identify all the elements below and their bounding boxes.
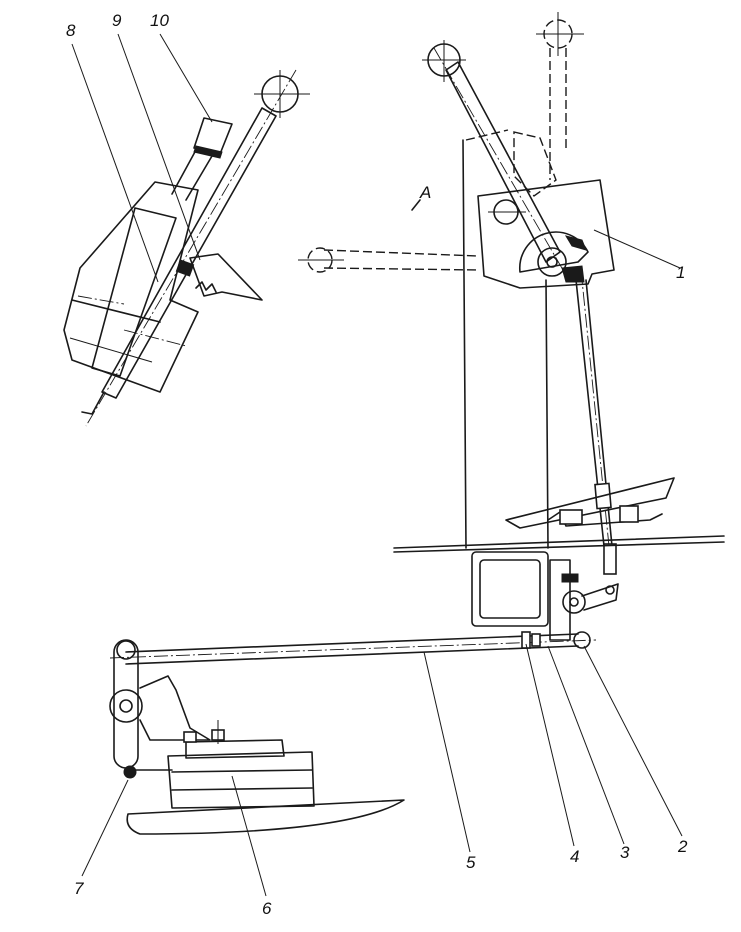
callout-9: 9 (112, 11, 122, 30)
horizontal-link-rod-5 (109, 631, 597, 665)
callout-5: 5 (466, 853, 476, 872)
view-arrow: A (411, 183, 431, 211)
callout-3: 3 (620, 843, 630, 862)
callout-2: 2 (677, 837, 688, 856)
lever-bracket-1 (477, 179, 615, 289)
inset-detail-lever (63, 69, 310, 427)
main-control-lever (422, 40, 571, 283)
view-label-A: A (419, 183, 431, 202)
left-bellcrank-and-bracket (109, 639, 211, 779)
pedal-block-6 (126, 720, 405, 835)
frame-section (471, 551, 619, 641)
callout-7: 7 (74, 879, 84, 898)
floor-plate (393, 477, 725, 553)
callout-4: 4 (570, 847, 579, 866)
callout-10: 10 (150, 11, 169, 30)
callout-6: 6 (262, 899, 272, 918)
callout-1: 1 (676, 263, 685, 282)
callout-8: 8 (66, 21, 76, 40)
vertical-link-rod (575, 269, 617, 575)
support-panel (462, 129, 549, 549)
leader-lines (71, 33, 683, 897)
callout-labels: 1 2 3 4 5 6 7 8 9 10 (66, 11, 688, 918)
alternate-lever-positions (298, 12, 584, 273)
